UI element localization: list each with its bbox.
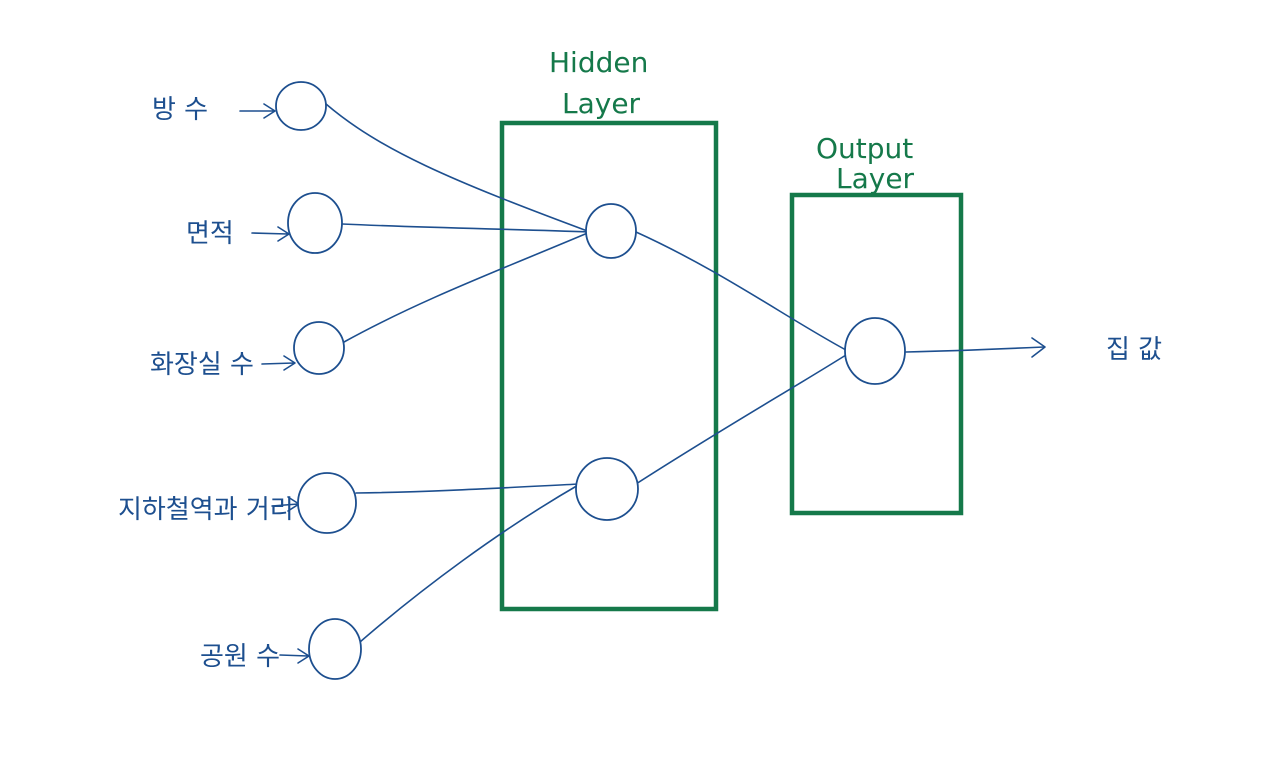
input-node-1 [275, 81, 327, 131]
input-label-3: 화장실 수 [150, 350, 254, 380]
input-node-4 [297, 472, 357, 534]
output-layer-box [789, 192, 964, 516]
input-label-1: 방 수 [152, 95, 208, 125]
edge-hidden1-output [635, 231, 847, 351]
input-node-5 [308, 618, 362, 680]
output-node [844, 317, 906, 385]
input-label-4: 지하철역과 거리 [118, 495, 294, 525]
edge-input5-hidden2 [359, 483, 581, 643]
hidden-layer-box [499, 120, 719, 612]
output-arrow-line [905, 346, 1045, 353]
hidden-node-2 [575, 457, 639, 521]
edge-input2-hidden1 [341, 223, 591, 233]
edge-input1-hidden1 [325, 103, 591, 233]
output-layer-title-line2: Layer [836, 162, 915, 195]
input-node-2 [287, 192, 343, 254]
input-label-5: 공원 수 [200, 642, 280, 672]
input-arrow-1 [239, 103, 276, 119]
edge-input3-hidden1 [343, 231, 591, 343]
hidden-layer-title-line2: Layer [562, 87, 641, 120]
input-arrow-5 [279, 648, 310, 664]
hidden-layer-title-line1: Hidden [549, 46, 648, 79]
input-arrow-3 [261, 355, 296, 371]
input-node-3 [293, 321, 345, 375]
input-arrow-2 [251, 226, 290, 242]
hidden-node-1 [585, 203, 637, 259]
output-arrow-head [1031, 337, 1046, 358]
output-label: 집 값 [1106, 335, 1162, 365]
input-label-2: 면적 [186, 219, 234, 249]
edge-hidden2-output [635, 354, 847, 485]
output-layer-title-line1: Output [816, 132, 913, 165]
edge-input4-hidden2 [355, 483, 581, 494]
